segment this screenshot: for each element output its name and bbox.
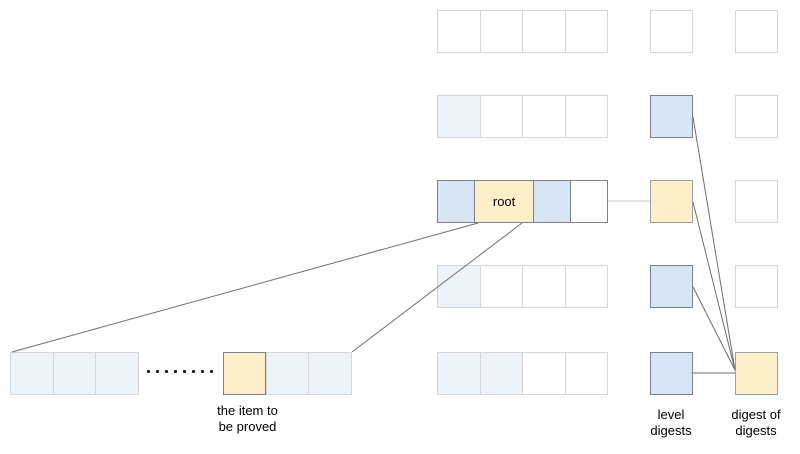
level-digest-cell-2 (650, 180, 693, 223)
digest-of-digests-cell-3 (735, 265, 778, 308)
digest-of-digests-cell-2 (735, 180, 778, 223)
ellipsis-dot (192, 370, 195, 373)
digest-of-digests-cell-1 (735, 95, 778, 138)
bottom-left-row-cell-2 (96, 353, 139, 394)
ellipsis-dot (174, 370, 177, 373)
level-digest-cell-0 (650, 10, 693, 53)
item-row-cell-1 (266, 353, 310, 394)
ellipsis-dots (147, 369, 213, 374)
hash-block-row-1 (437, 95, 608, 138)
hash-block-row-3-cell-1 (480, 266, 523, 307)
bottom-left-row-cell-1 (53, 353, 97, 394)
connector-line (692, 201, 736, 371)
connector-line (692, 116, 736, 371)
ellipsis-dot (156, 370, 159, 373)
connector-line (692, 286, 736, 371)
hash-block-row-2-cell-0 (438, 181, 475, 222)
hash-block-row-1-cell-2 (523, 96, 566, 137)
digest-of-digests-label-line1: digest of (731, 407, 781, 422)
level-digests-label-line1: level (657, 407, 685, 422)
digest-of-digests-cell-0 (735, 10, 778, 53)
level-digest-cell-1 (650, 95, 693, 138)
item-row-cell-2 (309, 353, 352, 394)
hash-block-row-4 (437, 352, 608, 395)
hash-block-row-1-cell-0 (438, 96, 481, 137)
digest-of-digests-label-line2: digests (735, 423, 777, 438)
item-label-line2: be proved (218, 419, 277, 434)
level-digests-label: level digests (631, 407, 711, 439)
item-label: the item to be proved (190, 403, 305, 435)
ellipsis-dot (183, 370, 186, 373)
hash-block-row-1-cell-1 (480, 96, 523, 137)
connector-line (11, 222, 479, 353)
item-label-line1: the item to (217, 403, 278, 418)
hash-block-row-3 (437, 265, 608, 308)
ellipsis-dot (165, 370, 168, 373)
hash-block-row-0 (437, 10, 608, 53)
hash-block-row-3-cell-3 (565, 266, 607, 307)
level-digests-label-line2: digests (650, 423, 692, 438)
hash-block-row-1-cell-3 (565, 96, 607, 137)
hash-block-row-0-cell-2 (523, 11, 566, 52)
item-cell (223, 352, 266, 395)
level-digest-cell-3 (650, 265, 693, 308)
ellipsis-dot (147, 370, 150, 373)
hash-block-row-4-cell-1 (480, 353, 523, 394)
hash-block-row-2: root (437, 180, 608, 223)
hash-block-row-2-cell-2 (534, 181, 572, 222)
digest-of-digests-cell-4 (735, 352, 778, 395)
bottom-left-row-cell-0 (11, 353, 54, 394)
hash-block-row-2-cell-3 (571, 181, 608, 222)
root-cell: root (474, 181, 535, 222)
hash-block-row-4-cell-3 (565, 353, 607, 394)
hash-block-row-0-cell-0 (438, 11, 481, 52)
ellipsis-dot (210, 370, 213, 373)
bottom-left-row (10, 352, 139, 395)
hash-block-row-0-cell-1 (480, 11, 523, 52)
digest-of-digests-label: digest of digests (716, 407, 796, 439)
hash-block-row-4-cell-2 (523, 353, 566, 394)
hash-block-row-3-cell-2 (523, 266, 566, 307)
hash-block-row-4-cell-0 (438, 353, 481, 394)
level-digest-cell-4 (650, 352, 693, 395)
ellipsis-dot (201, 370, 204, 373)
hash-block-row-3-cell-0 (438, 266, 481, 307)
hash-block-row-0-cell-3 (565, 11, 607, 52)
